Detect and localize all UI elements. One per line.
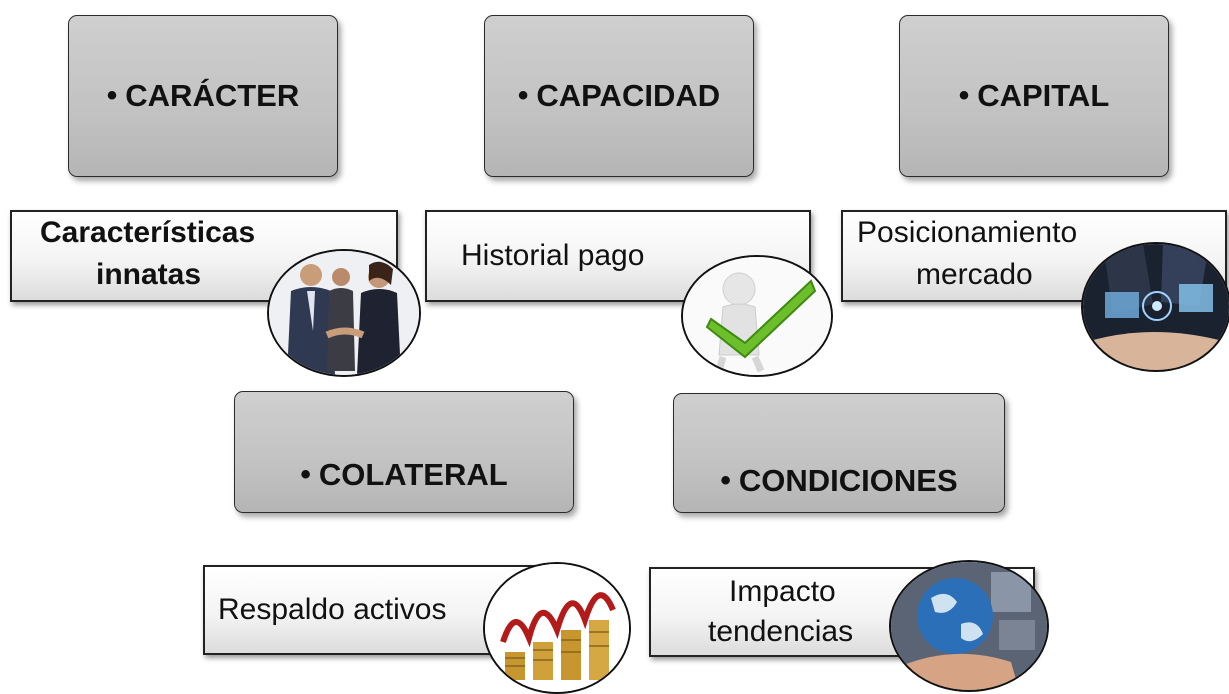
condiciones-label-line-2: tendencias xyxy=(708,615,854,648)
colateral-title: • COLATERAL xyxy=(300,457,508,492)
capital-title: • CAPITAL xyxy=(958,78,1110,113)
capital-label-line-2: mercado xyxy=(916,258,1033,291)
capacidad-title: • CAPACIDAD xyxy=(517,78,721,113)
capital-box: • CAPITAL xyxy=(899,15,1169,177)
colateral-label-line-1: Respaldo activos xyxy=(218,593,447,626)
globe-in-hand-image xyxy=(889,560,1049,692)
business-people-handshake-image xyxy=(267,249,421,377)
caracter-box: • CARÁCTER xyxy=(68,15,338,177)
bullet-icon: • xyxy=(106,79,118,112)
rising-coin-stacks-image xyxy=(483,562,631,694)
capacidad-box: • CAPACIDAD xyxy=(484,15,754,177)
condiciones-label-line-1: Impacto xyxy=(729,575,836,608)
bullet-icon: • xyxy=(517,79,529,112)
colateral-box: • COLATERAL xyxy=(234,391,574,513)
condiciones-box: • CONDICIONES xyxy=(673,393,1005,513)
figure-with-checkmark-image xyxy=(681,255,833,377)
capacidad-label-line-1: Historial pago xyxy=(461,239,645,272)
caracter-label-line-1: Características xyxy=(40,216,256,249)
hands-with-digital-devices-image xyxy=(1081,242,1229,372)
caracter-label-line-2: innatas xyxy=(96,258,202,291)
bullet-icon: • xyxy=(300,458,311,491)
condiciones-title: • CONDICIONES xyxy=(720,463,958,498)
capital-label-line-1: Posicionamiento xyxy=(857,216,1078,249)
caracter-title: • CARÁCTER xyxy=(106,78,300,113)
bullet-icon: • xyxy=(720,464,731,497)
bullet-icon: • xyxy=(958,79,970,112)
